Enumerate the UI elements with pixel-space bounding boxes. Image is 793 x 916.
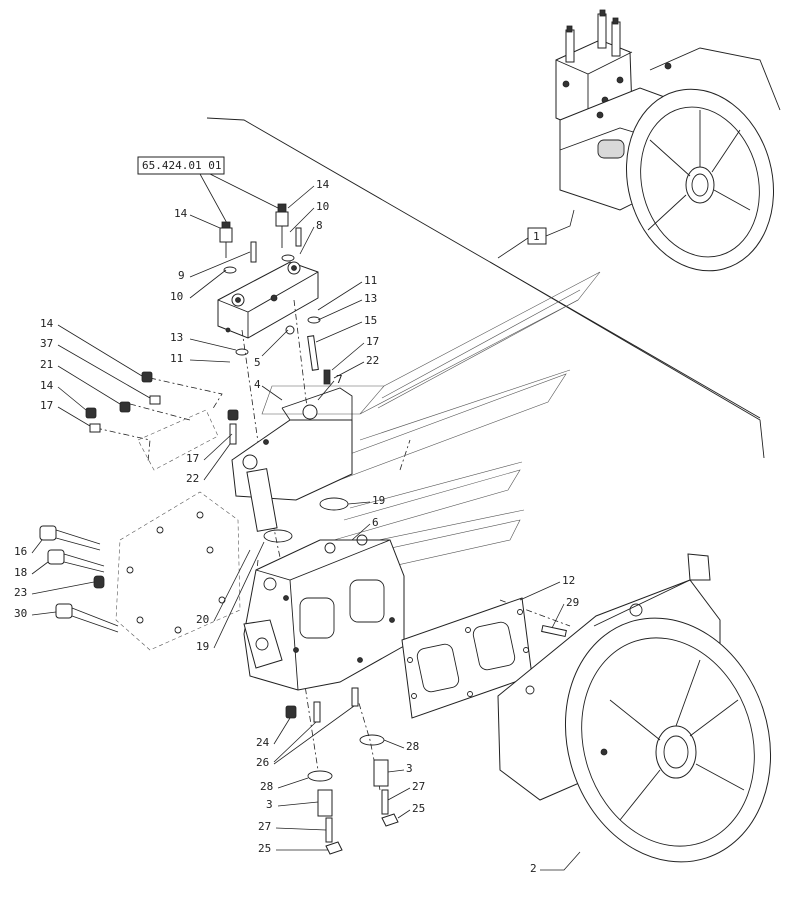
guide-line-top bbox=[206, 117, 761, 419]
callout-19b: 19 bbox=[196, 640, 209, 653]
callout-23: 23 bbox=[14, 586, 27, 599]
callout-13a: 13 bbox=[364, 292, 377, 305]
callout-37: 37 bbox=[40, 337, 53, 350]
reference-number: 65.424.01 01 bbox=[142, 159, 221, 172]
cover-plate-illustration bbox=[39, 371, 241, 651]
callout-11a: 11 bbox=[364, 274, 377, 287]
flow-stripes bbox=[261, 271, 601, 581]
callout-4: 4 bbox=[254, 378, 261, 391]
callout-2: 2 bbox=[530, 862, 537, 875]
callout-18: 18 bbox=[14, 566, 27, 579]
callout-25b: 25 bbox=[258, 842, 271, 855]
callout-10b: 10 bbox=[170, 290, 183, 303]
callout-labels: 14 14 10 8 9 10 11 13 15 13 11 5 17 22 7… bbox=[14, 178, 581, 875]
callout-29: 29 bbox=[566, 596, 579, 609]
callout-6: 6 bbox=[372, 516, 379, 529]
callout-7: 7 bbox=[336, 373, 343, 386]
callout-16: 16 bbox=[14, 545, 27, 558]
reference-box: 65.424.01 01 bbox=[137, 156, 283, 226]
callout-14b: 14 bbox=[316, 178, 330, 191]
callout-10a: 10 bbox=[316, 200, 329, 213]
callout-14c: 14 bbox=[40, 317, 54, 330]
callout-22a: 22 bbox=[366, 354, 379, 367]
callout-13b: 13 bbox=[170, 331, 183, 344]
callout-17b: 17 bbox=[40, 399, 53, 412]
small-parts-illustration bbox=[285, 687, 399, 855]
callout-26: 26 bbox=[256, 756, 269, 769]
callout-28b: 28 bbox=[260, 780, 273, 793]
callout-27a: 27 bbox=[412, 780, 425, 793]
callout-14a: 14 bbox=[174, 207, 188, 220]
assembly-callout: 1 bbox=[497, 209, 575, 259]
callout-14d: 14 bbox=[40, 379, 54, 392]
regulator-block-illustration bbox=[217, 203, 331, 385]
assembled-pump-illustration bbox=[555, 9, 781, 272]
callout-9: 9 bbox=[178, 269, 185, 282]
callout-30: 30 bbox=[14, 607, 27, 620]
callout-19a: 19 bbox=[372, 494, 385, 507]
callout-11b: 11 bbox=[170, 352, 183, 365]
callout-17c: 17 bbox=[186, 452, 199, 465]
callout-5: 5 bbox=[254, 356, 261, 369]
callout-3a: 3 bbox=[406, 762, 413, 775]
flange-housing-illustration bbox=[497, 553, 772, 863]
callout-8: 8 bbox=[316, 219, 323, 232]
callout-3b: 3 bbox=[266, 798, 273, 811]
callout-25a: 25 bbox=[412, 802, 425, 815]
center-housing-illustration bbox=[231, 387, 405, 691]
callout-22b: 22 bbox=[186, 472, 199, 485]
callout-24: 24 bbox=[256, 736, 270, 749]
callout-17a: 17 bbox=[366, 335, 379, 348]
callout-12: 12 bbox=[562, 574, 575, 587]
guide-line-mid bbox=[489, 261, 765, 459]
callout-27b: 27 bbox=[258, 820, 271, 833]
callout-1: 1 bbox=[533, 230, 540, 243]
callout-21: 21 bbox=[40, 358, 53, 371]
callout-20: 20 bbox=[196, 613, 209, 626]
callout-15: 15 bbox=[364, 314, 377, 327]
callout-28a: 28 bbox=[406, 740, 419, 753]
